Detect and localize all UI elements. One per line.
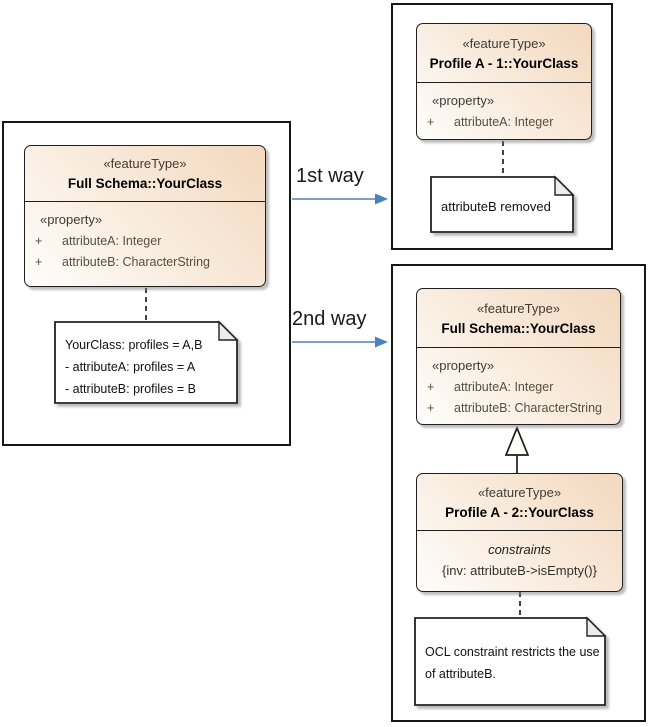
class-name: Profile A - 2::YourClass (445, 505, 594, 520)
class-constraints-compartment: constraints {inv: attributeB->isEmpty()} (417, 531, 622, 581)
property-section-label: «property» (40, 212, 103, 227)
note-line: - attributeB: profiles = B (65, 382, 196, 396)
attribute-row: + attributeA: Integer (417, 377, 620, 398)
note-line: - attributeA: profiles = A (65, 360, 196, 374)
class-header: «featureType» Profile A - 2::YourClass (417, 474, 622, 531)
property-section-label: «property» (432, 93, 495, 108)
visibility-marker: + (427, 380, 435, 394)
note-line: OCL constraint restricts the use (425, 645, 600, 659)
note-profiles-shape (54, 320, 239, 404)
class-full-schema-bottom: «featureType» Full Schema::YourClass «pr… (416, 288, 621, 425)
note-ocl-text: OCL constraint restricts the use of attr… (425, 641, 600, 685)
class-name: Profile A - 1::YourClass (429, 56, 579, 71)
attribute-text: attributeB: CharacterString (62, 255, 210, 269)
class-header: «featureType» Full Schema::YourClass (25, 146, 265, 202)
class-name: Full Schema::YourClass (441, 321, 596, 336)
constraint-text: {inv: attributeB->isEmpty()} (442, 563, 597, 578)
attribute-text: attributeA: Integer (454, 380, 554, 394)
class-profile-a2: «featureType» Profile A - 2::YourClass c… (416, 473, 623, 592)
class-header: «featureType» Profile A - 1::YourClass (417, 24, 591, 83)
visibility-marker: + (427, 401, 435, 415)
attribute-row: + attributeB: CharacterString (25, 252, 265, 273)
visibility-marker: + (35, 255, 43, 269)
triangle-generalization-icon (504, 425, 530, 456)
note-line: attributeB removed (441, 199, 551, 214)
first-way-arrow (292, 193, 388, 205)
class-name: Full Schema::YourClass (67, 176, 223, 191)
note-ocl-shape (414, 616, 607, 706)
constraints-section-label: constraints (488, 542, 551, 557)
attribute-text: attributeA: Integer (454, 115, 554, 129)
note-fold-icon (554, 175, 575, 196)
generalization-arrow (504, 425, 530, 473)
class-full-schema-left: «featureType» Full Schema::YourClass «pr… (24, 145, 266, 287)
note-fold-icon (218, 320, 239, 341)
class-profile-a1: «featureType» Profile A - 1::YourClass «… (416, 23, 592, 140)
arrowhead-icon (375, 193, 388, 205)
visibility-marker: + (35, 234, 43, 248)
note-line: of attributeB. (425, 667, 496, 681)
first-way-label: 1st way (296, 165, 364, 187)
property-section-label: «property» (432, 358, 495, 373)
attribute-row: + attributeA: Integer (417, 112, 591, 133)
attribute-row: + attributeB: CharacterString (417, 398, 620, 419)
class-attributes-compartment: «property» + attributeA: Integer + attri… (417, 348, 620, 419)
second-way-label: 2nd way (292, 308, 367, 330)
stereotype-label: «featureType» (103, 156, 187, 171)
note-profiles-text: YourClass: profiles = A,B - attributeA: … (65, 334, 202, 400)
arrowhead-icon (375, 336, 388, 348)
note-fold-icon (586, 616, 607, 637)
class-attributes-compartment: «property» + attributeA: Integer (417, 83, 591, 133)
class-attributes-compartment: «property» + attributeA: Integer + attri… (25, 202, 265, 273)
stereotype-label: «featureType» (477, 485, 562, 500)
attribute-text: attributeB: CharacterString (454, 401, 602, 415)
note-attributeb-removed-shape (430, 175, 575, 233)
note-line: YourClass: profiles = A,B (65, 338, 203, 352)
visibility-marker: + (427, 115, 435, 129)
second-way-arrow (292, 336, 388, 348)
note-attributeb-removed-text: attributeB removed (441, 196, 551, 218)
stereotype-label: «featureType» (462, 36, 546, 51)
stereotype-label: «featureType» (476, 301, 561, 316)
attribute-text: attributeA: Integer (62, 234, 162, 248)
attribute-row: + attributeA: Integer (25, 231, 265, 252)
class-header: «featureType» Full Schema::YourClass (417, 289, 620, 348)
